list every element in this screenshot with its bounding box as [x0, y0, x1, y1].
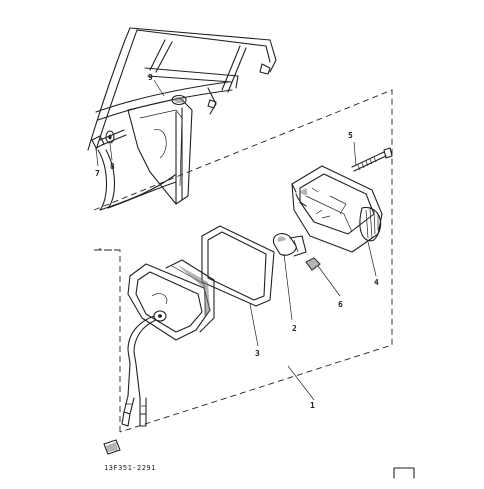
leader-2 — [283, 253, 293, 321]
diagram-part-number: 13F351-2291 — [104, 464, 156, 472]
bulb-part-2 — [272, 233, 307, 257]
wiring-harness — [121, 315, 157, 427]
lamp-base — [127, 259, 215, 341]
leader-1 — [287, 365, 315, 401]
callout-8: 8 — [110, 162, 115, 171]
leader-4 — [367, 241, 377, 277]
callout-4: 4 — [374, 278, 379, 287]
frame-rails — [87, 27, 277, 211]
leader-5 — [353, 141, 357, 167]
callout-1: 1 — [310, 401, 315, 410]
sheet-corner-mark — [393, 467, 415, 479]
leader-6 — [317, 265, 341, 297]
gasket-part-3 — [201, 225, 275, 307]
lens-housing-part-4 — [291, 165, 383, 253]
callout-2: 2 — [292, 324, 297, 333]
callout-6: 6 — [338, 300, 343, 309]
leader-9 — [153, 79, 165, 97]
washer-part-8 — [105, 130, 115, 144]
leader-3 — [249, 303, 259, 347]
assembly-outline — [93, 89, 393, 433]
callout-3: 3 — [255, 349, 260, 358]
leader-8 — [109, 143, 113, 161]
leader-7 — [95, 147, 99, 167]
callout-9: 9 — [148, 73, 153, 82]
wire-clip — [103, 439, 121, 455]
socket-part-6 — [305, 257, 321, 271]
callout-5: 5 — [348, 131, 353, 140]
callout-7: 7 — [95, 169, 100, 178]
screw-part-5 — [351, 147, 393, 172]
